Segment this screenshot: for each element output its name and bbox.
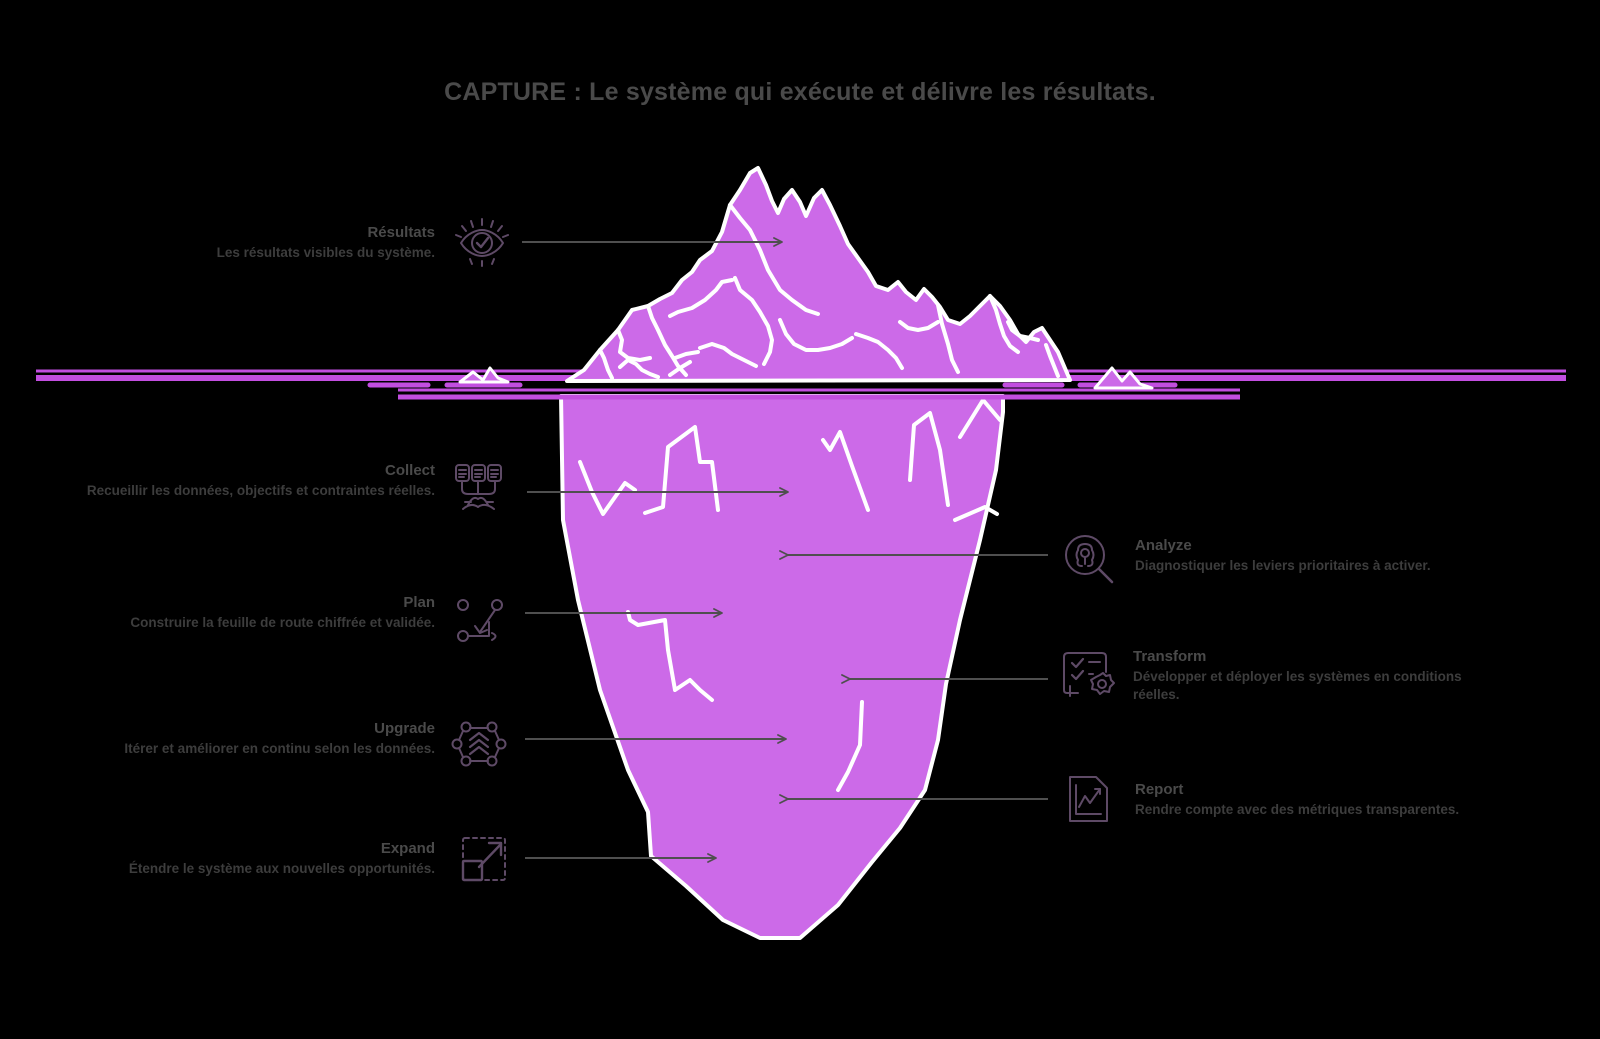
network-upgrade-icon (451, 716, 507, 772)
label-title-expand: Expand (380, 840, 435, 857)
label-block-resultats: Résultats Les résultats visibles du syst… (75, 224, 435, 262)
route-plan-icon (452, 592, 508, 648)
iceberg-underwater-cracks (578, 398, 1002, 792)
label-desc-upgrade: Itérer et améliorer en continu selon les… (124, 740, 435, 756)
label-block-analyze: Analyze Diagnostiquer les leviers priori… (1135, 537, 1555, 575)
label-desc-resultats: Les résultats visibles du système. (216, 244, 435, 260)
label-desc-analyze: Diagnostiquer les leviers prioritaires à… (1135, 557, 1431, 573)
iceberg-abovewater-cracks (598, 203, 1060, 380)
magnifier-brain-icon (1060, 530, 1116, 586)
iceberg-underwater (559, 394, 1005, 940)
label-desc-collect: Recueillir les données, objectifs et con… (86, 482, 435, 498)
checklist-gear-icon (1060, 646, 1116, 702)
report-chart-icon (1060, 771, 1116, 827)
label-title-transform: Transform (1133, 648, 1207, 665)
label-desc-transform: Développer et déployer les systèmes en c… (1133, 668, 1462, 702)
ice-floe-left (458, 366, 510, 384)
label-desc-report: Rendre compte avec des métriques transpa… (1135, 801, 1460, 817)
label-title-resultats: Résultats (367, 224, 435, 241)
label-title-analyze: Analyze (1135, 537, 1192, 554)
label-block-upgrade: Upgrade Itérer et améliorer en continu s… (75, 720, 435, 758)
page-title: CAPTURE : Le système qui exécute et déli… (444, 78, 1156, 106)
ice-floe-right (1093, 366, 1154, 390)
label-block-report: Report Rendre compte avec des métriques … (1135, 781, 1555, 819)
label-block-collect: Collect Recueillir les données, objectif… (75, 462, 435, 500)
connector-arrows (522, 237, 1048, 863)
label-title-upgrade: Upgrade (374, 720, 435, 737)
label-title-report: Report (1135, 781, 1184, 798)
label-desc-plan: Construire la feuille de route chiffrée … (130, 614, 435, 630)
label-block-transform: Transform Développer et déployer les sys… (1133, 648, 1483, 703)
label-block-expand: Expand Étendre le système aux nouvelles … (75, 840, 435, 878)
label-desc-expand: Étendre le système aux nouvelles opportu… (128, 860, 435, 876)
label-block-plan: Plan Construire la feuille de route chif… (75, 594, 435, 632)
eye-check-icon (453, 213, 509, 269)
data-sources-icon (451, 459, 507, 515)
label-title-plan: Plan (403, 594, 435, 611)
expand-arrow-icon (456, 831, 512, 887)
label-title-collect: Collect (384, 462, 435, 479)
